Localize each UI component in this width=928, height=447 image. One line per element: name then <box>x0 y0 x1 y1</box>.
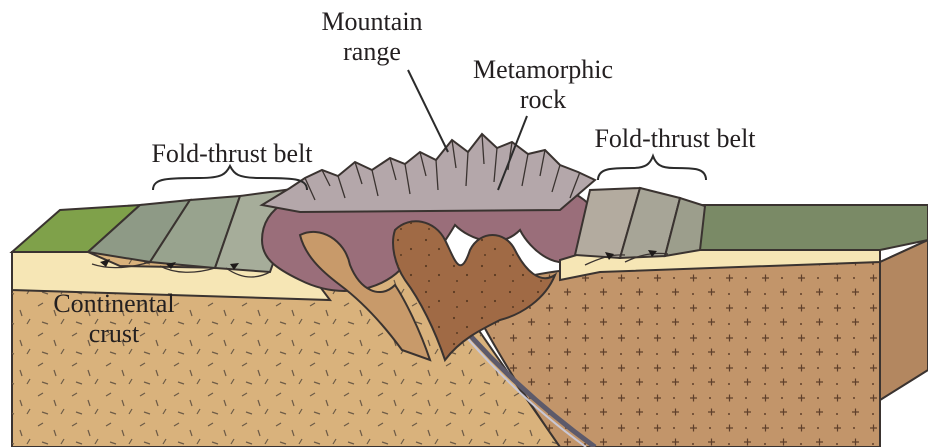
fold-thrust-right-label: Fold-thrust belt <box>594 124 756 153</box>
mountain-range-label-line2: range <box>343 37 401 66</box>
fold-thrust-left-label: Fold-thrust belt <box>151 139 313 168</box>
continental-crust-label-line2: crust <box>89 319 140 348</box>
metamorphic-label-line1: Metamorphic <box>473 55 613 84</box>
fold-thrust-left-brace <box>153 166 307 190</box>
fold-thrust-right-brace <box>598 156 706 180</box>
metamorphic-label-line2: rock <box>520 85 566 114</box>
right-green-surface <box>700 205 928 250</box>
continental-crust-label-line1: Continental <box>53 289 174 318</box>
mountain-range-label-line1: Mountain <box>321 7 422 36</box>
mountain-range-leader <box>408 70 448 152</box>
block-side-face <box>880 240 928 400</box>
